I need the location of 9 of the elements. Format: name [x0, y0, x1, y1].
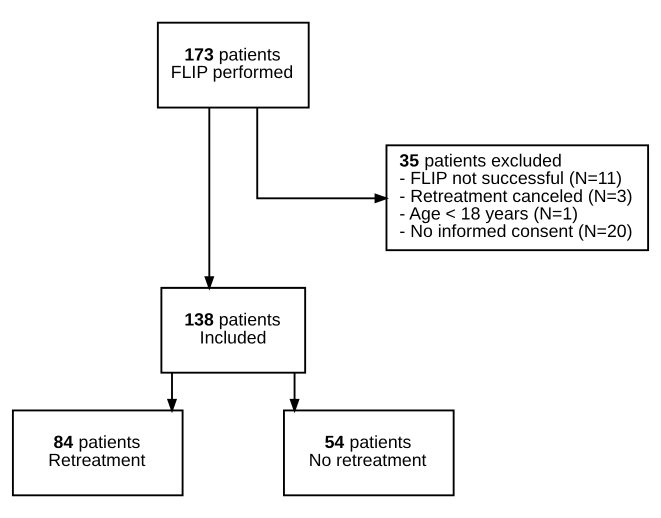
arrow	[256, 108, 389, 204]
node-box: 138 patients Included	[160, 286, 306, 374]
arrow	[204, 108, 214, 291]
node-box: 35 patients excluded - FLIP not successful (N=11) - Retreatment canceled (N=3) - Age < 18 years (N=1) - No informed consent (N=20)	[386, 144, 650, 252]
node-box: 173 patients FLIP performed	[156, 22, 310, 108]
node-box: 54 patients No retreatment	[283, 410, 455, 496]
node-box: 84 patients Retreatment	[12, 410, 184, 496]
arrow	[166, 372, 178, 414]
arrow	[290, 372, 300, 414]
